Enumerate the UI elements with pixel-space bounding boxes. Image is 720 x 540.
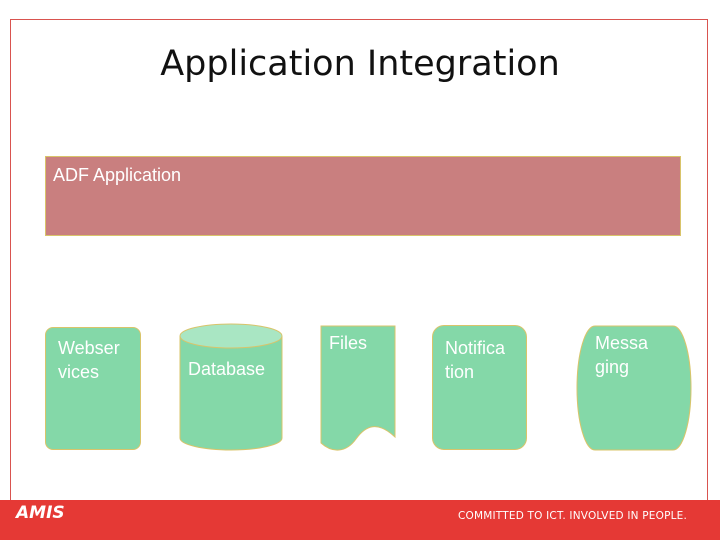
footer-bar <box>0 500 720 540</box>
webservices-label-line2: vices <box>58 362 100 382</box>
notification-label-line2: tion <box>445 362 475 382</box>
slide-title: Application Integration <box>160 44 560 84</box>
webservices-box: Webser vices <box>45 327 141 450</box>
database-label: Database <box>188 359 266 379</box>
database-cylinder <box>179 323 283 451</box>
amis-logo: AMIS <box>16 503 65 523</box>
files-label: Files <box>329 333 368 353</box>
webservices-label-line1: Webser <box>58 338 120 358</box>
messaging-label-line2: ging <box>595 357 630 377</box>
notification-label-line1: Notifica <box>445 338 506 358</box>
notification-box: Notifica tion <box>432 325 527 450</box>
files-document <box>320 325 396 451</box>
messaging-label-line1: Messa <box>595 333 649 353</box>
adf-application-label: ADF Application <box>53 165 182 185</box>
adf-application-box: ADF Application <box>45 156 681 236</box>
footer-tagline: COMMITTED TO ICT. INVOLVED IN PEOPLE. <box>458 510 688 522</box>
messaging-stored-data <box>576 325 692 451</box>
